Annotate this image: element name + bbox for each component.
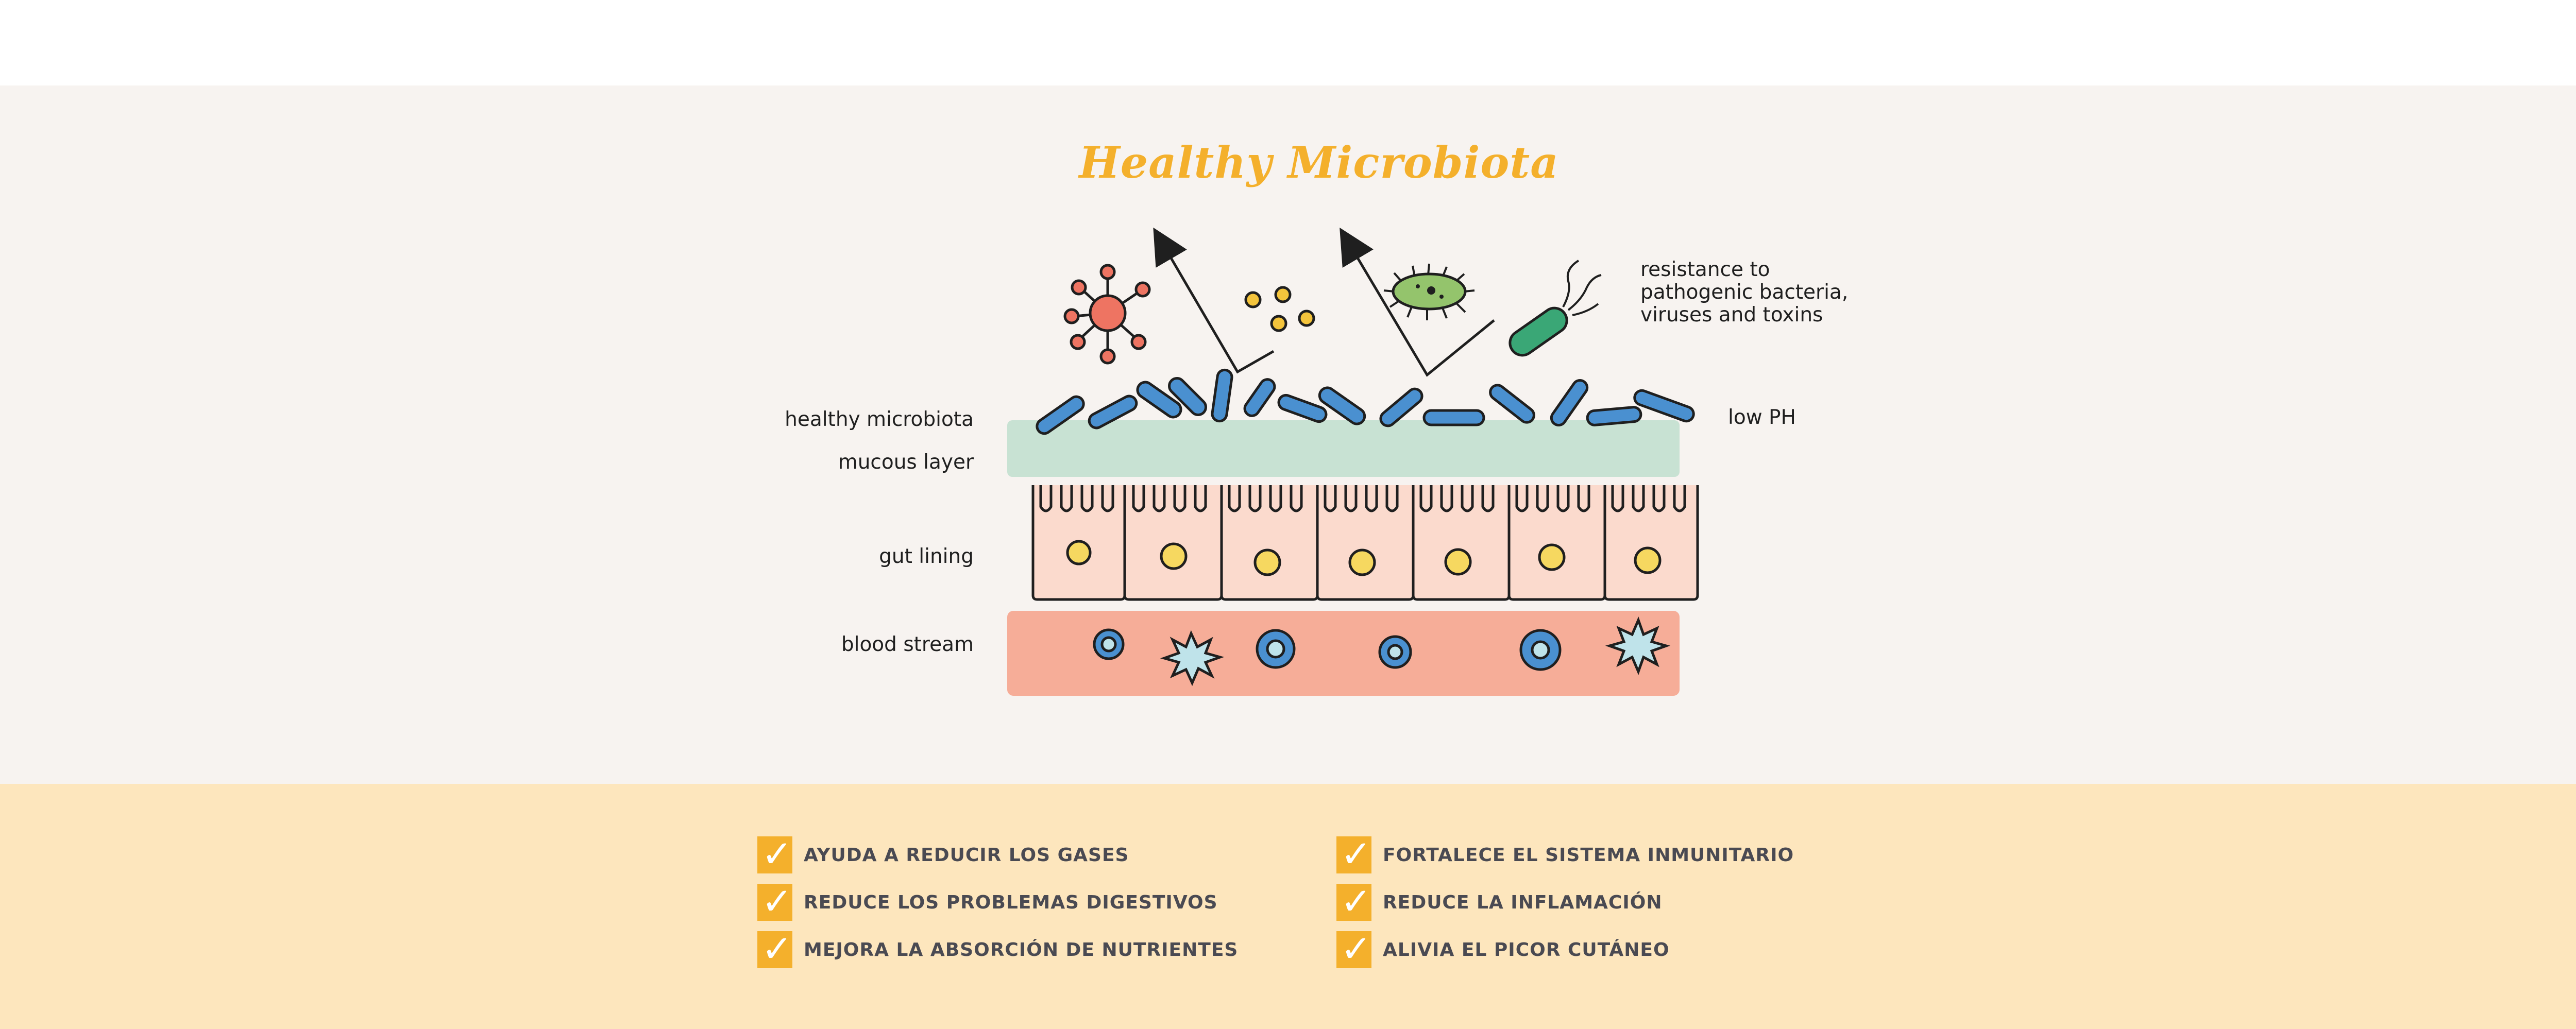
top-blank-area bbox=[0, 0, 2576, 85]
microbiota-rod bbox=[1422, 409, 1485, 426]
blood-cell bbox=[1519, 629, 1562, 671]
label-resistance-line-2: pathogenic bacteria, bbox=[1640, 281, 1849, 304]
toxin-particles-icon bbox=[1244, 286, 1315, 332]
label-resistance-line-1: resistance to bbox=[1640, 258, 1770, 281]
gut-cell bbox=[1316, 485, 1415, 601]
label-blood-stream: blood stream bbox=[841, 633, 974, 656]
checkmark-icon: ✓ bbox=[757, 928, 792, 969]
benefit-text: ALIVIA EL PICOR CUTÁNEO bbox=[1383, 939, 1670, 961]
gut-diagram bbox=[1007, 227, 1699, 696]
blood-cell bbox=[1093, 628, 1125, 660]
mucous-layer bbox=[1007, 420, 1680, 477]
label-low-ph: low PH bbox=[1728, 406, 1796, 429]
benefit-text: FORTALECE EL SISTEMA INMUNITARIO bbox=[1383, 844, 1794, 866]
label-resistance: resistance to pathogenic bacteria, virus… bbox=[1640, 259, 1877, 327]
gut-cell bbox=[1507, 485, 1606, 601]
benefit-item: ✓ REDUCE LOS PROBLEMAS DIGESTIVOS bbox=[757, 881, 1218, 922]
benefit-text: REDUCE LOS PROBLEMAS DIGESTIVOS bbox=[804, 891, 1218, 913]
checkmark-icon: ✓ bbox=[757, 881, 792, 922]
blood-cells bbox=[1093, 616, 1671, 687]
bounce-arrow-icon bbox=[1153, 227, 1495, 377]
microbiota-rod bbox=[1586, 406, 1642, 426]
platelet bbox=[1160, 630, 1225, 687]
checkmark-icon: ✓ bbox=[757, 833, 792, 874]
gut-cell bbox=[1220, 485, 1319, 601]
label-resistance-line-3: viruses and toxins bbox=[1640, 303, 1823, 327]
microbiota-rod bbox=[1379, 387, 1423, 427]
label-mucous-layer: mucous layer bbox=[838, 451, 974, 474]
microbiota-rod bbox=[1318, 386, 1366, 425]
microbiota-rod bbox=[1489, 384, 1535, 424]
label-healthy-microbiota: healthy microbiota bbox=[785, 408, 974, 431]
microbiota-rod bbox=[1136, 381, 1182, 419]
gut-cell bbox=[1123, 485, 1223, 601]
gut-cell bbox=[1031, 485, 1126, 601]
flagellated-bacteria-icon bbox=[1509, 260, 1602, 357]
benefit-item: ✓ MEJORA LA ABSORCIÓN DE NUTRIENTES bbox=[757, 928, 1239, 969]
gut-cell bbox=[1412, 485, 1511, 601]
microbiota-rod bbox=[1550, 379, 1589, 426]
microbiota-rod bbox=[1036, 395, 1085, 435]
checkmark-icon: ✓ bbox=[1336, 928, 1371, 969]
gut-cell bbox=[1603, 485, 1699, 601]
benefit-item: ✓ REDUCE LA INFLAMACIÓN bbox=[1336, 881, 1663, 922]
microbiota-rod bbox=[1243, 378, 1276, 417]
checkmark-icon: ✓ bbox=[1336, 881, 1371, 922]
diagram-title: Healthy Microbiota bbox=[1079, 137, 1559, 188]
checkmark-icon: ✓ bbox=[1336, 833, 1371, 874]
benefit-text: REDUCE LA INFLAMACIÓN bbox=[1383, 891, 1663, 913]
label-gut-lining: gut lining bbox=[879, 545, 974, 568]
platelet bbox=[1605, 616, 1671, 675]
benefit-item: ✓ FORTALECE EL SISTEMA INMUNITARIO bbox=[1336, 833, 1794, 874]
healthy-microbiota bbox=[1036, 368, 1695, 435]
benefits-section: ✓ AYUDA A REDUCIR LOS GASES ✓ REDUCE LOS… bbox=[0, 784, 2576, 1029]
gut-lining bbox=[1031, 485, 1699, 601]
benefit-text: AYUDA A REDUCIR LOS GASES bbox=[804, 844, 1129, 866]
benefit-item: ✓ ALIVIA EL PICOR CUTÁNEO bbox=[1336, 928, 1670, 969]
diagram-section: Healthy Microbiota bbox=[0, 85, 2576, 784]
microbiota-rod bbox=[1167, 376, 1208, 417]
microbiota-rod bbox=[1088, 395, 1138, 430]
microbiota-rod bbox=[1211, 368, 1233, 423]
virus-icon bbox=[1063, 264, 1151, 365]
benefit-text: MEJORA LA ABSORCIÓN DE NUTRIENTES bbox=[804, 939, 1239, 961]
microbiota-rod bbox=[1633, 389, 1695, 423]
benefit-item: ✓ AYUDA A REDUCIR LOS GASES bbox=[757, 833, 1129, 874]
microbiota-rod bbox=[1277, 393, 1328, 423]
blood-cell bbox=[1256, 629, 1296, 669]
blood-cell bbox=[1378, 635, 1412, 669]
green-bacteria-icon bbox=[1383, 263, 1475, 320]
